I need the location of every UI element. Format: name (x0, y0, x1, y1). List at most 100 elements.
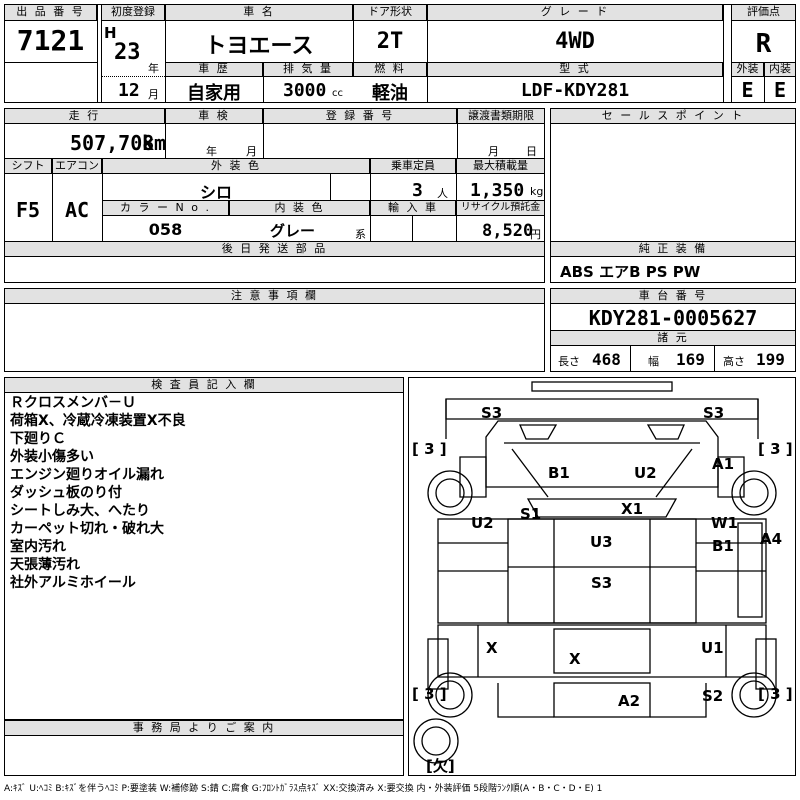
era-letter: H (104, 24, 117, 42)
width-value: 169 (676, 350, 705, 369)
displacement: 3000 (283, 80, 327, 101)
damage-bracket-3-bottom-left: [ 3 ] (412, 685, 447, 703)
mileage: 507,708 (70, 131, 155, 155)
header-capacity: 乗車定員 (370, 158, 456, 174)
header-genuine: 純 正 装 備 (550, 241, 796, 257)
recycle-deposit: 8,520 (482, 221, 534, 241)
header-color-no: カ ラ ー N o . (102, 200, 229, 216)
header-later-parts: 後 日 発 送 部 品 (4, 241, 545, 257)
damage-u3: U3 (590, 533, 613, 551)
reg-year-unit: 年 (148, 62, 159, 75)
capacity: 3 (412, 180, 423, 201)
header-int-color: 内 装 色 (229, 200, 370, 216)
header-sales-point: セ ー ル ス ポ イ ン ト (550, 108, 796, 124)
header-exterior: 外装 (731, 62, 764, 77)
damage-bracket-3-right: [ 3 ] (758, 440, 793, 458)
header-grade: グ レ ー ド (427, 4, 723, 21)
inspector-note: エンジン廻りオイル漏れ (10, 467, 164, 483)
inspector-note: 天張薄汚れ (10, 557, 80, 573)
capacity-unit: 人 (437, 187, 448, 200)
header-lot-no: 出 品 番 号 (4, 4, 97, 21)
header-recycle: リサイクル預託金 (456, 200, 545, 216)
inspector-note: 下廻りＣ (10, 431, 66, 447)
header-ext-color: 外 装 色 (102, 158, 370, 174)
header-mileage: 走 行 (4, 108, 165, 124)
shift: F5 (15, 198, 41, 222)
header-max-load: 最大積載量 (456, 158, 545, 174)
damage-a1: A1 (712, 455, 735, 473)
damage-u2-left: U2 (471, 514, 494, 532)
header-fuel: 燃 料 (353, 62, 427, 77)
reg-month: 12 (118, 80, 140, 101)
header-history: 車 歴 (165, 62, 263, 77)
model-code: LDF-KDY281 (520, 80, 630, 101)
inspector-note: 室内汚れ (10, 539, 66, 555)
damage-diagram-frame (408, 377, 796, 776)
header-inspection: 車 検 (165, 108, 263, 124)
damage-u1: U1 (701, 639, 724, 657)
inspector-note: シートしみ大、へたり (10, 503, 150, 519)
inspector-note: Ｒクロスメンバ－Ｕ (10, 395, 136, 411)
inspector-note: 荷箱X、冷蔵冷凍装置X不良 (10, 413, 186, 429)
header-office: 事 務 局 よ り ご 案 内 (4, 720, 404, 736)
damage-ketsu-spare: [欠] (426, 757, 455, 775)
inspector-notes-list: Ｒクロスメンバ－Ｕ 荷箱X、冷蔵冷凍装置X不良 下廻りＣ 外装小傷多い エンジン… (10, 394, 400, 592)
damage-x1: X1 (621, 500, 644, 518)
damage-s3-middle: S3 (591, 574, 613, 592)
header-chassis: 車 台 番 号 (550, 288, 796, 304)
header-model: 型 式 (427, 62, 723, 77)
header-door: ドア形状 (353, 4, 427, 21)
reg-month-unit: 月 (148, 88, 159, 101)
header-specs: 諸 元 (550, 330, 796, 346)
damage-s2: S2 (702, 687, 724, 705)
height-label: 高さ (723, 355, 745, 368)
header-interior: 内装 (764, 62, 796, 77)
header-shift: シフト (4, 158, 52, 174)
deadline-day: 日 (526, 145, 537, 158)
damage-a4: A4 (760, 530, 783, 548)
damage-x-left: X (486, 639, 498, 657)
displacement-unit: cc (332, 88, 343, 99)
chassis-number: KDY281-0005627 (588, 306, 758, 330)
fuel: 軽油 (372, 83, 408, 104)
damage-b1-right: B1 (712, 537, 734, 555)
color-number: 058 (148, 220, 183, 239)
damage-bracket-3-left: [ 3 ] (412, 440, 447, 458)
header-aircon: エアコン (52, 158, 102, 174)
reg-year: 23 (114, 40, 141, 65)
header-import: 輸 入 車 (370, 200, 456, 216)
damage-s1: S1 (520, 505, 542, 523)
truck-diagram-icon (413, 381, 777, 764)
inspector-note: 外装小傷多い (10, 449, 94, 465)
max-load: 1,350 (470, 180, 525, 201)
header-score: 評価点 (731, 4, 796, 21)
door-type: 2T (376, 29, 404, 54)
history: 自家用 (187, 83, 241, 104)
length-value: 468 (592, 350, 621, 369)
exterior-score: E (741, 78, 754, 102)
ext-color: シロ (199, 183, 232, 202)
damage-w1: W1 (711, 514, 738, 532)
header-displacement: 排 気 量 (263, 62, 353, 77)
score: R (755, 29, 772, 59)
header-deadline: 譲渡書類期限 (457, 108, 545, 124)
inspection-year: 年 (206, 145, 217, 158)
interior-score: E (773, 78, 787, 102)
int-color-suffix: 系 (355, 228, 366, 241)
grade: 4WD (555, 29, 595, 54)
length-label: 長さ (558, 355, 580, 368)
header-inspector: 検 査 員 記 入 欄 (4, 377, 404, 393)
lot-number: 7121 (16, 24, 85, 57)
header-first-reg: 初度登録 (101, 4, 165, 21)
height-value: 199 (756, 350, 785, 369)
damage-s3-top-right: S3 (703, 404, 725, 422)
deadline-month: 月 (488, 145, 499, 158)
damage-x-center: X (569, 650, 581, 668)
inspector-note: ダッシュ板のり付 (10, 485, 122, 501)
damage-s3-top-left: S3 (481, 404, 503, 422)
inspector-note: カーペット切れ・破れ大 (10, 521, 164, 537)
header-reg-no: 登 録 番 号 (263, 108, 457, 124)
damage-b1-top: B1 (548, 464, 570, 482)
car-name: トヨエース (204, 34, 314, 59)
damage-u2-top: U2 (634, 464, 657, 482)
